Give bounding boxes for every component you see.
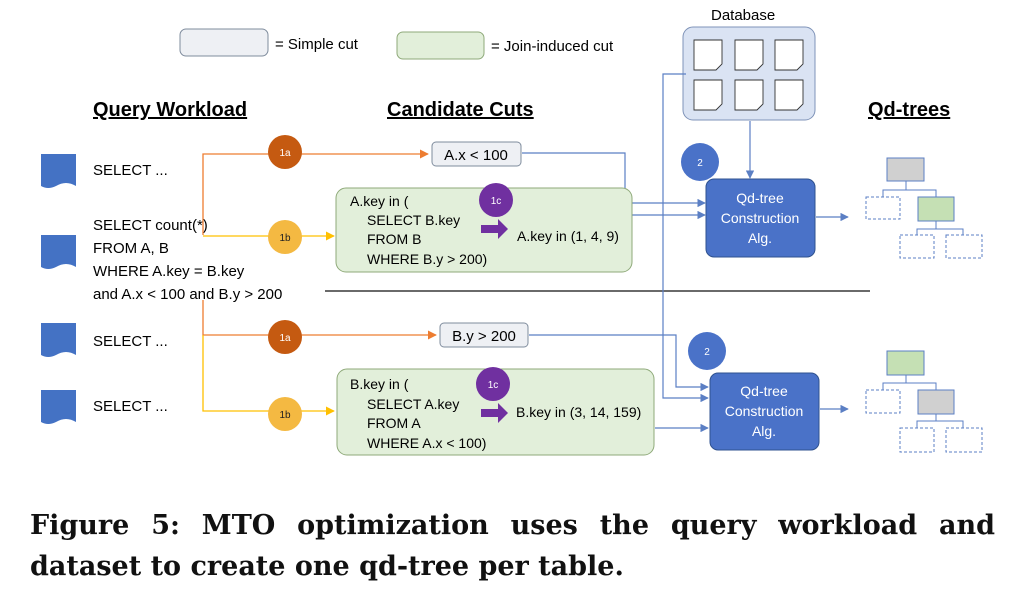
step-1c-circle bbox=[476, 367, 510, 401]
caption-line-2: dataset to create one qd-tree per table. bbox=[30, 551, 624, 582]
step-1a-circle bbox=[268, 135, 302, 169]
join-cut-line: FROM B bbox=[367, 231, 421, 247]
join-cut-top-text: A.key in ( SELECT B.key FROM B WHERE B.y… bbox=[350, 193, 487, 267]
simple-cut-top bbox=[431, 141, 522, 167]
header-qd-trees: Qd-trees bbox=[868, 99, 950, 121]
step-1b-circle bbox=[268, 220, 302, 254]
construction-line: Alg. bbox=[748, 230, 772, 246]
construction-box-bottom: Qd-tree Construction Alg. bbox=[709, 372, 820, 451]
query-2-line: WHERE A.key = B.key bbox=[93, 263, 245, 280]
join-cut-line: A.key in ( bbox=[350, 193, 409, 209]
legend: = Simple cut = Join-induced cut bbox=[179, 28, 614, 60]
join-cut-line: WHERE A.x < 100) bbox=[367, 435, 486, 451]
join-cut-line: SELECT A.key bbox=[367, 396, 459, 412]
join-cut-line: WHERE B.y > 200) bbox=[367, 251, 487, 267]
simple-cut-top-label: A.x < 100 bbox=[444, 147, 508, 164]
step-2-circle bbox=[688, 332, 726, 370]
database-label: Database bbox=[711, 7, 775, 24]
qd-tree-top bbox=[865, 157, 983, 259]
qd-tree-bottom bbox=[865, 350, 983, 453]
step-1c-label: 1c bbox=[491, 196, 502, 207]
construction-line: Construction bbox=[721, 210, 800, 226]
construction-line: Construction bbox=[725, 403, 804, 419]
header-query-workload: Query Workload bbox=[93, 99, 247, 121]
query-2-line: FROM A, B bbox=[93, 240, 169, 257]
arrow-right-icon bbox=[481, 219, 508, 239]
step-1a-label: 1a bbox=[279, 148, 291, 159]
join-cut-line: FROM A bbox=[367, 415, 421, 431]
simple-cut-bottom-label: B.y > 200 bbox=[452, 328, 516, 345]
step-1b-label: 1b bbox=[279, 233, 291, 244]
document-icon bbox=[41, 323, 76, 357]
document-icon bbox=[41, 154, 76, 188]
legend-join-label: = Join-induced cut bbox=[491, 38, 614, 55]
caption-line-1: Figure 5: MTO optimization uses the quer… bbox=[30, 510, 995, 541]
legend-simple-label: = Simple cut bbox=[275, 36, 359, 53]
query-doc-icons bbox=[41, 154, 76, 424]
step-1c-label: 1c bbox=[488, 380, 499, 391]
join-cut-bottom-text: B.key in ( SELECT A.key FROM A WHERE A.x… bbox=[350, 376, 486, 451]
query-2-text: SELECT count(*) FROM A, B WHERE A.key = … bbox=[93, 217, 282, 303]
join-cut-top-result: A.key in (1, 4, 9) bbox=[517, 228, 619, 244]
query-2-line: SELECT count(*) bbox=[93, 217, 208, 234]
join-cut-bottom-result: B.key in (3, 14, 159) bbox=[516, 404, 641, 420]
query-3-text: SELECT ... bbox=[93, 333, 168, 350]
connectors-blue bbox=[522, 73, 849, 433]
header-candidate-cuts: Candidate Cuts bbox=[387, 99, 534, 121]
database-page-icons bbox=[693, 39, 804, 111]
step-1a-circle bbox=[268, 320, 302, 354]
step-1a-label: 1a bbox=[279, 333, 291, 344]
simple-cut-bottom bbox=[439, 322, 529, 348]
step-1b-label: 1b bbox=[279, 410, 291, 421]
step-1c-circle bbox=[479, 183, 513, 217]
query-2-line: and A.x < 100 and B.y > 200 bbox=[93, 286, 282, 303]
figure-caption: Figure 5: MTO optimization uses the quer… bbox=[30, 505, 995, 587]
arrow-right-icon bbox=[481, 403, 508, 423]
legend-simple-swatch bbox=[179, 28, 269, 57]
mto-diagram: = Simple cut = Join-induced cut Query Wo… bbox=[41, 7, 983, 456]
step-2-label: 2 bbox=[697, 158, 703, 169]
construction-line: Qd-tree bbox=[736, 190, 784, 206]
construction-line: Alg. bbox=[752, 423, 776, 439]
database: Database bbox=[682, 7, 816, 121]
document-icon bbox=[41, 390, 76, 424]
query-1-text: SELECT ... bbox=[93, 162, 168, 179]
construction-box-top: Qd-tree Construction Alg. bbox=[705, 178, 816, 258]
query-4-text: SELECT ... bbox=[93, 398, 168, 415]
step-2-circle bbox=[681, 143, 719, 181]
construction-line: Qd-tree bbox=[740, 383, 788, 399]
legend-join-swatch bbox=[396, 31, 485, 60]
step-2-label: 2 bbox=[704, 347, 710, 358]
document-icon bbox=[41, 235, 76, 269]
join-cut-line: SELECT B.key bbox=[367, 212, 460, 228]
step-1b-circle bbox=[268, 397, 302, 431]
step-circles: 1a 1b 1c 2 1a 1b 1c 2 bbox=[268, 135, 726, 431]
join-cut-line: B.key in ( bbox=[350, 376, 409, 392]
